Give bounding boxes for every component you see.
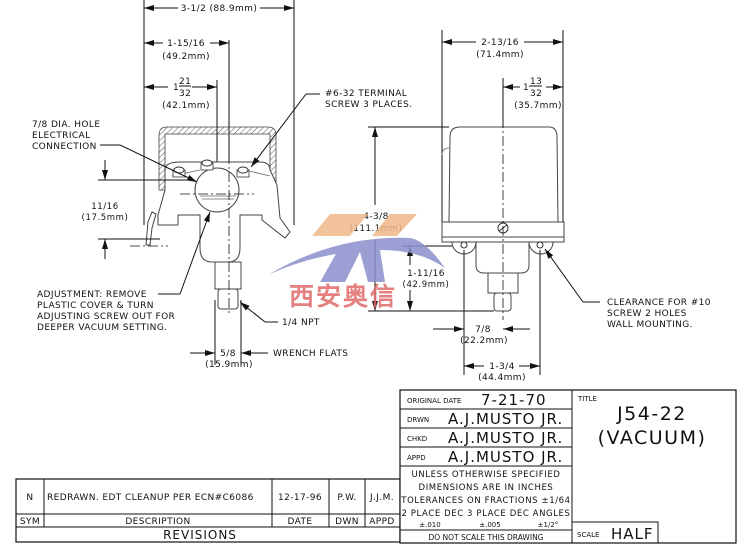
callout-adjustment-1: ADJUSTMENT: REMOVE bbox=[37, 290, 147, 300]
tolerance-angles: ±1/2° bbox=[538, 521, 559, 529]
terminal-screw-icon bbox=[200, 159, 214, 171]
dim-hole-offset-mm: (17.5mm) bbox=[82, 213, 129, 223]
dim-width-to-center-mm: (49.2mm) bbox=[162, 52, 210, 62]
original-date-label: ORIGINAL DATE bbox=[407, 397, 461, 405]
side-view: 2-13/16 (71.4mm) 1 13 32 (35.7mm) 4-3/ bbox=[350, 30, 711, 383]
dim-width-to-hole-den: 32 bbox=[179, 89, 191, 99]
appd-label: APPD bbox=[407, 454, 426, 462]
callout-npt: 1/4 NPT bbox=[282, 318, 320, 328]
dim-mount-to-bottom: 1-11/16 bbox=[407, 269, 445, 279]
dim-wrench-flats: 5/8 bbox=[220, 349, 236, 359]
drwn-label: DRWN bbox=[407, 416, 429, 424]
revisions-title: REVISIONS bbox=[163, 528, 237, 542]
dim-wrench-flats-mm: (15.9mm) bbox=[205, 360, 253, 370]
terminal-screw-icon bbox=[236, 166, 250, 178]
revision-date: 12-17-96 bbox=[278, 493, 322, 503]
callout-adjustment-2: PLASTIC COVER & TURN bbox=[37, 301, 154, 311]
callout-electrical-2: ELECTRICAL bbox=[32, 131, 91, 141]
callout-electrical-3: CONNECTION bbox=[32, 142, 97, 152]
dim-side-width-mm: (71.4mm) bbox=[476, 50, 524, 60]
header-dwn: DWN bbox=[335, 517, 359, 527]
header-description: DESCRIPTION bbox=[125, 517, 190, 527]
callout-adjustment-3: ADJUSTING SCREW OUT FOR bbox=[37, 312, 175, 322]
callout-clearance-2: SCREW 2 HOLES bbox=[607, 309, 687, 319]
dim-width-to-hole-num: 21 bbox=[179, 77, 191, 87]
tolerance-2-place: ±.010 bbox=[419, 521, 440, 529]
title-label: TITLE bbox=[577, 395, 597, 403]
note-line-1: UNLESS OTHERWISE SPECIFIED bbox=[411, 470, 560, 480]
scale-label: SCALE bbox=[577, 531, 599, 539]
revision-dwn: P.W. bbox=[337, 493, 356, 503]
header-sym: SYM bbox=[20, 517, 40, 527]
chkd-label: CHKD bbox=[407, 435, 427, 443]
dim-side-width: 2-13/16 bbox=[481, 38, 519, 48]
dim-hole-spacing: 1-3/4 bbox=[489, 362, 514, 372]
tolerance-3-place: ±.005 bbox=[479, 521, 500, 529]
note-line-2: DIMENSIONS ARE IN INCHES bbox=[419, 483, 554, 493]
drwn-value: A.J.MUSTO JR. bbox=[448, 410, 563, 428]
header-appd: APPD bbox=[369, 517, 395, 527]
dim-side-center-mm: (35.7mm) bbox=[514, 101, 562, 111]
dim-side-center-den: 32 bbox=[530, 89, 542, 99]
callout-terminal-2: SCREW 3 PLACES. bbox=[325, 100, 412, 110]
dim-side-center-whole: 1 bbox=[523, 83, 529, 93]
scale-value: HALF bbox=[611, 525, 654, 543]
appd-value: A.J.MUSTO JR. bbox=[448, 448, 563, 466]
dim-overall-width: 3-1/2 (88.9mm) bbox=[181, 4, 258, 14]
front-view: 3-1/2 (88.9mm) 1-15/16 (49.2mm) 1 21 32 … bbox=[32, 0, 412, 370]
revision-sym: N bbox=[26, 493, 33, 503]
callout-adjustment-4: DEEPER VACUUM SETTING. bbox=[37, 323, 167, 333]
dim-width-to-hole-mm: (42.1mm) bbox=[162, 101, 210, 111]
revision-row: N REDRAWN. EDT CLEANUP PER ECN#C6086 12-… bbox=[26, 493, 394, 503]
dim-fitting-offset-mm: (22.2mm) bbox=[460, 336, 508, 346]
callout-terminal-1: #6-32 TERMINAL bbox=[325, 89, 407, 99]
chkd-value: A.J.MUSTO JR. bbox=[448, 429, 563, 447]
dim-width-to-hole-whole: 1 bbox=[173, 83, 179, 93]
dim-side-center-num: 13 bbox=[530, 77, 542, 87]
callout-wrench-flats: WRENCH FLATS bbox=[273, 349, 348, 359]
title-block: ORIGINAL DATE 7-21-70 DRWN A.J.MUSTO JR.… bbox=[399, 389, 737, 544]
dim-mount-to-bottom-mm: (42.9mm) bbox=[403, 280, 450, 290]
revision-appd: J.J.M. bbox=[369, 493, 394, 503]
drawing-subtitle: (VACUUM) bbox=[598, 427, 707, 449]
header-date: DATE bbox=[287, 517, 312, 527]
dim-width-to-center: 1-15/16 bbox=[167, 39, 205, 49]
watermark-logo: 西安奥信 bbox=[268, 214, 445, 311]
revisions-table: N REDRAWN. EDT CLEANUP PER ECN#C6086 12-… bbox=[15, 478, 401, 543]
drawing-title: J54-22 bbox=[616, 403, 687, 425]
dim-fitting-offset: 7/8 bbox=[475, 325, 491, 335]
note-line-4: 2 PLACE DEC 3 PLACE DEC ANGLES bbox=[401, 509, 570, 519]
original-date: 7-21-70 bbox=[481, 391, 547, 409]
dim-hole-offset: 11/16 bbox=[91, 202, 119, 212]
callout-clearance-3: WALL MOUNTING. bbox=[607, 320, 693, 330]
do-not-scale-note: DO NOT SCALE THIS DRAWING bbox=[428, 533, 543, 542]
watermark-text: 西安奥信 bbox=[289, 282, 397, 311]
dim-overall-height: 4-3/8 bbox=[363, 212, 388, 222]
callout-clearance-1: CLEARANCE FOR #10 bbox=[607, 298, 711, 308]
dim-hole-spacing-mm: (44.4mm) bbox=[478, 373, 526, 383]
revision-description: REDRAWN. EDT CLEANUP PER ECN#C6086 bbox=[47, 493, 254, 503]
note-line-3: TOLERANCES ON FRACTIONS ±1/64 bbox=[400, 496, 570, 506]
dim-overall-height-mm: (111.1mm) bbox=[350, 224, 403, 234]
callout-electrical-1: 7/8 DIA. HOLE bbox=[32, 120, 100, 130]
